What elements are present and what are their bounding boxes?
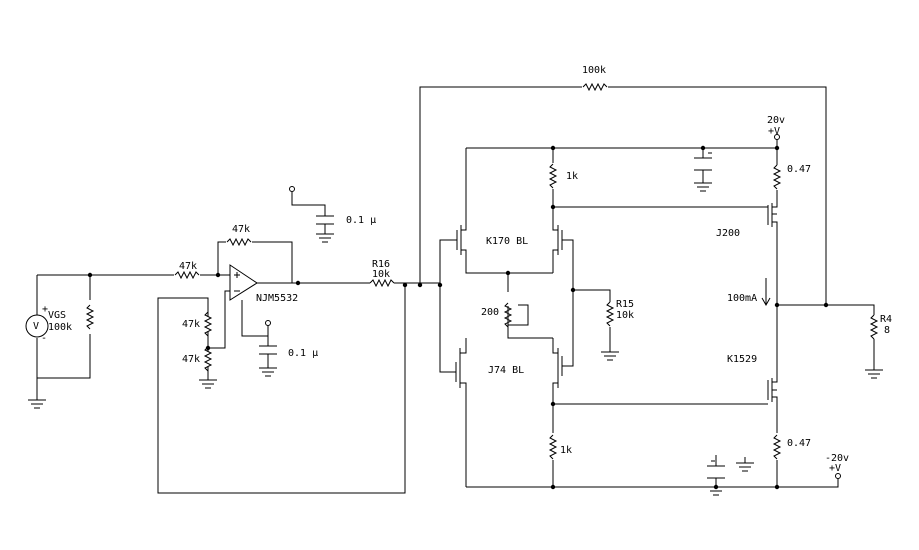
voltage-source-symbol: [25, 314, 49, 338]
resistor-r15: [606, 301, 614, 327]
label-j74: J74 BL: [488, 365, 524, 376]
label-pos-supply-voltage: 20v: [767, 115, 785, 126]
label-neg-supply-voltage: -20v: [825, 453, 849, 464]
ground-icon: [864, 369, 884, 379]
label-cap-top: 0.1 μ: [346, 215, 376, 226]
capacitor-01u-bottom: [259, 345, 277, 355]
label-opamp-feedback: 47k: [232, 224, 250, 235]
wires: [36, 86, 875, 494]
label-neg-supply-symbol: +V: [829, 463, 841, 474]
terminals: [265, 134, 841, 479]
jfet-j74-left: [455, 348, 467, 388]
label-r16-name: R16: [372, 259, 390, 270]
resistor-047-bottom: [773, 434, 781, 460]
label-divider-bottom: 47k: [182, 354, 200, 365]
label-opamp: NJM5532: [256, 293, 298, 304]
label-j200: J200: [716, 228, 740, 239]
electrolytic-cap-bottom: [707, 460, 725, 479]
label-cap-bottom: 0.1 μ: [288, 348, 318, 359]
ground-icon: [693, 182, 713, 192]
labels: 100k 20v +V 1k 0.47 0.1 μ 47k J200 K170 …: [33, 65, 892, 474]
resistor-r16: [369, 279, 395, 287]
capacitors: [259, 152, 725, 479]
source-load-resistor: [86, 304, 94, 330]
jfet-j74-right: [552, 348, 563, 388]
label-r16-value: 10k: [372, 269, 390, 280]
label-pot: 200: [481, 307, 499, 318]
label-1k-top: 1k: [566, 171, 578, 182]
label-source-symbol: V: [33, 321, 39, 332]
resistor-047-top: [773, 164, 781, 190]
ground-icon: [258, 367, 278, 377]
electrolytic-cap-top: [694, 152, 712, 171]
ground-icon: [198, 379, 218, 389]
ground-icon: [735, 462, 755, 472]
label-r15-name: R15: [616, 299, 634, 310]
junctions: [87, 145, 829, 490]
resistor-1k-top: [549, 163, 557, 189]
opamp-feedback-resistor-47k: [226, 238, 252, 246]
label-047-bottom: 0.47: [787, 438, 811, 449]
mosfet-j200: [767, 203, 778, 227]
label-k1529: K1529: [727, 354, 757, 365]
resistors: [86, 83, 878, 460]
feedback-resistor-100k: [582, 83, 608, 91]
label-divider-top: 47k: [182, 319, 200, 330]
opamp-symbol: [229, 264, 258, 301]
label-r4-value: 8: [884, 325, 890, 336]
mosfet-k1529: [767, 378, 778, 402]
label-r4-name: R4: [880, 314, 892, 325]
ground-icon: [315, 233, 335, 243]
ground-icon: [600, 351, 620, 361]
jfet-k170-left: [456, 225, 467, 255]
label-source-plus: +: [42, 304, 48, 315]
label-source-value: 100k: [48, 322, 72, 333]
input-resistor-47k: [174, 271, 200, 279]
capacitor-01u-top: [316, 215, 334, 225]
grounds: [27, 182, 884, 496]
resistor-r4-load: [870, 314, 878, 340]
label-source-name: VGS: [48, 310, 66, 321]
label-bias-current: 100mA: [727, 293, 757, 304]
ground-icon: [27, 399, 47, 409]
label-pos-supply-symbol: +V: [768, 126, 780, 137]
label-k170: K170 BL: [486, 236, 528, 247]
jfet-k170-right: [552, 225, 563, 255]
resistor-1k-bottom: [549, 434, 557, 460]
label-feedback-100k: 100k: [582, 65, 606, 76]
label-1k-bottom: 1k: [560, 445, 572, 456]
label-r15-value: 10k: [616, 310, 634, 321]
label-input-resistor: 47k: [179, 261, 197, 272]
label-source-minus: -: [41, 333, 47, 344]
label-047-top: 0.47: [787, 164, 811, 175]
